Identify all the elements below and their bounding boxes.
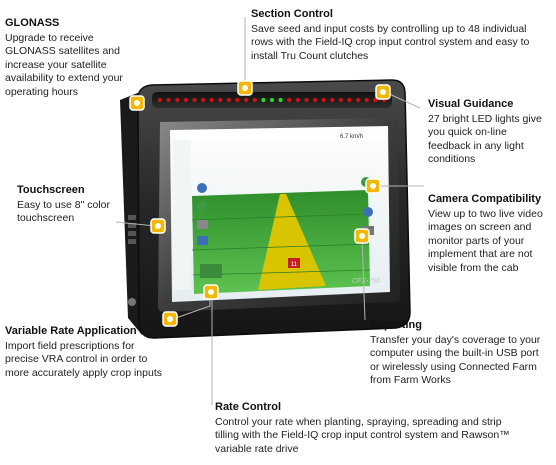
- callout-touchscreen-title: Touchscreen: [17, 184, 85, 196]
- callout-glonass-body: Upgrade to receive GLONASS satellites an…: [5, 31, 123, 98]
- led-light: [226, 97, 231, 103]
- led-light: [201, 97, 206, 103]
- led-light: [321, 97, 326, 103]
- screen-button-2[interactable]: [197, 201, 207, 211]
- screen-status-bar: [176, 130, 386, 140]
- led-light: [338, 97, 343, 103]
- callout-section-control: Section Control Save seed and input cost…: [251, 8, 551, 63]
- marker-visual-guidance: [375, 84, 391, 100]
- callout-markers: [129, 80, 391, 327]
- marker-camera: [365, 178, 381, 194]
- callout-variable-rate-application: Variable Rate Application Import field p…: [5, 325, 165, 380]
- side-ports: [128, 215, 136, 306]
- callout-camera-title: Camera Compatibility: [428, 193, 542, 205]
- led-light: [209, 97, 214, 103]
- device-side-shell: [120, 92, 142, 335]
- callout-camera-body: View up to two live video images on scre…: [428, 207, 543, 274]
- led-light: [287, 97, 292, 103]
- screen-vehicle-marker: [288, 258, 300, 268]
- screen-button-6[interactable]: [363, 207, 373, 217]
- led-light: [157, 97, 163, 103]
- callout-camera-compatibility: Camera Compatibility View up to two live…: [428, 193, 554, 275]
- callout-glonass-title: GLONASS: [5, 17, 60, 29]
- callout-visual-guidance: Visual Guidance 27 bright LED lights giv…: [428, 98, 552, 167]
- callout-visual-guidance-body: 27 bright LED lights give you quick on-l…: [428, 112, 542, 166]
- callout-vra-title: Variable Rate Application: [5, 325, 137, 337]
- led-light: [269, 97, 275, 103]
- led-light: [192, 97, 197, 103]
- speed-readout: 6.7 km/h: [340, 134, 363, 140]
- screen-badge: 11: [291, 262, 298, 268]
- screen[interactable]: 6.7 km/h 11: [170, 126, 390, 302]
- led-light: [235, 97, 240, 103]
- callout-connector-lines: [115, 17, 424, 405]
- led-light: [356, 97, 361, 103]
- marker-glonass: [129, 95, 145, 111]
- callout-reporting-body: Transfer your day's coverage to your com…: [370, 333, 541, 387]
- led-light: [261, 97, 266, 103]
- callout-visual-guidance-title: Visual Guidance: [428, 98, 514, 110]
- screen-button-1[interactable]: [197, 183, 207, 193]
- callout-rate-control: Rate Control Control your rate when plan…: [215, 401, 525, 456]
- callout-vra-body: Import field prescriptions for precise V…: [5, 339, 162, 379]
- led-light: [330, 97, 335, 103]
- guidance-line: [258, 194, 326, 290]
- led-light: [313, 97, 318, 103]
- led-light: [175, 97, 180, 103]
- led-light: [244, 97, 249, 103]
- model-label: CFX-750: [352, 278, 380, 285]
- callout-reporting-title: Reporting: [370, 319, 422, 331]
- marker-reporting: [354, 228, 370, 244]
- callout-touchscreen-body: Easy to use 8" color touchscreen: [17, 198, 111, 225]
- callout-rate-control-title: Rate Control: [215, 401, 281, 413]
- callout-section-control-body: Save seed and input costs by controlling…: [251, 22, 530, 62]
- callout-glonass: GLONASS Upgrade to receive GLONASS satel…: [5, 17, 135, 99]
- callout-section-control-title: Section Control: [251, 8, 333, 20]
- led-light: [304, 97, 309, 103]
- screen-logo-tile: [200, 264, 222, 278]
- marker-vra: [162, 311, 178, 327]
- callout-rate-control-body: Control your rate when planting, sprayin…: [215, 415, 510, 455]
- screen-button-4[interactable]: [197, 236, 208, 245]
- led-light: [252, 97, 257, 103]
- screen-button-3[interactable]: [197, 220, 208, 229]
- led-light: [364, 97, 369, 103]
- marker-rate-control: [203, 284, 219, 300]
- callout-reporting: Reporting Transfer your day's coverage t…: [370, 319, 550, 388]
- led-light: [347, 97, 352, 103]
- led-light: [218, 97, 223, 103]
- led-light: [166, 97, 171, 103]
- led-light: [295, 97, 300, 103]
- screen-left-toolbar: [173, 140, 191, 290]
- led-lights: [157, 97, 387, 103]
- callout-touchscreen: Touchscreen Easy to use 8" color touchsc…: [17, 184, 137, 226]
- led-light: [183, 97, 188, 103]
- marker-section-control: [237, 80, 253, 96]
- led-light: [278, 97, 283, 103]
- marker-touchscreen: [150, 218, 166, 234]
